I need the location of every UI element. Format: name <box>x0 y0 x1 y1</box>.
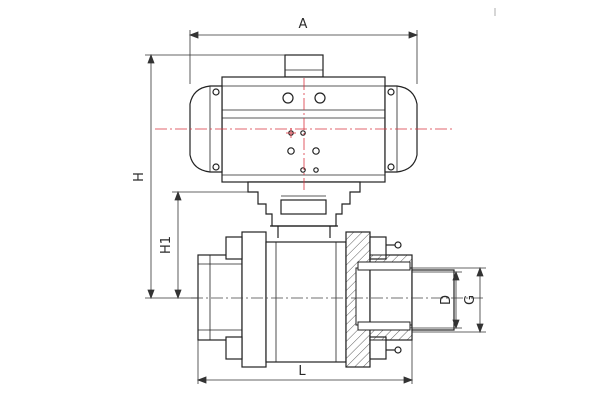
dimension-label-a: A <box>299 17 308 32</box>
dimension-lines <box>145 30 486 384</box>
valve-body <box>197 231 413 368</box>
dimension-label-d: D <box>439 295 454 305</box>
dimension-label-h1: H1 <box>159 236 174 254</box>
pneumatic-actuator <box>189 54 418 183</box>
pipe-stub <box>411 269 455 331</box>
dimension-label-g: G <box>463 295 478 305</box>
center-lines <box>155 78 484 299</box>
dimension-label-h: H <box>132 172 147 182</box>
mounting-bracket <box>247 181 361 238</box>
dimension-label-l: L <box>298 364 306 379</box>
section-hatching <box>345 231 413 368</box>
